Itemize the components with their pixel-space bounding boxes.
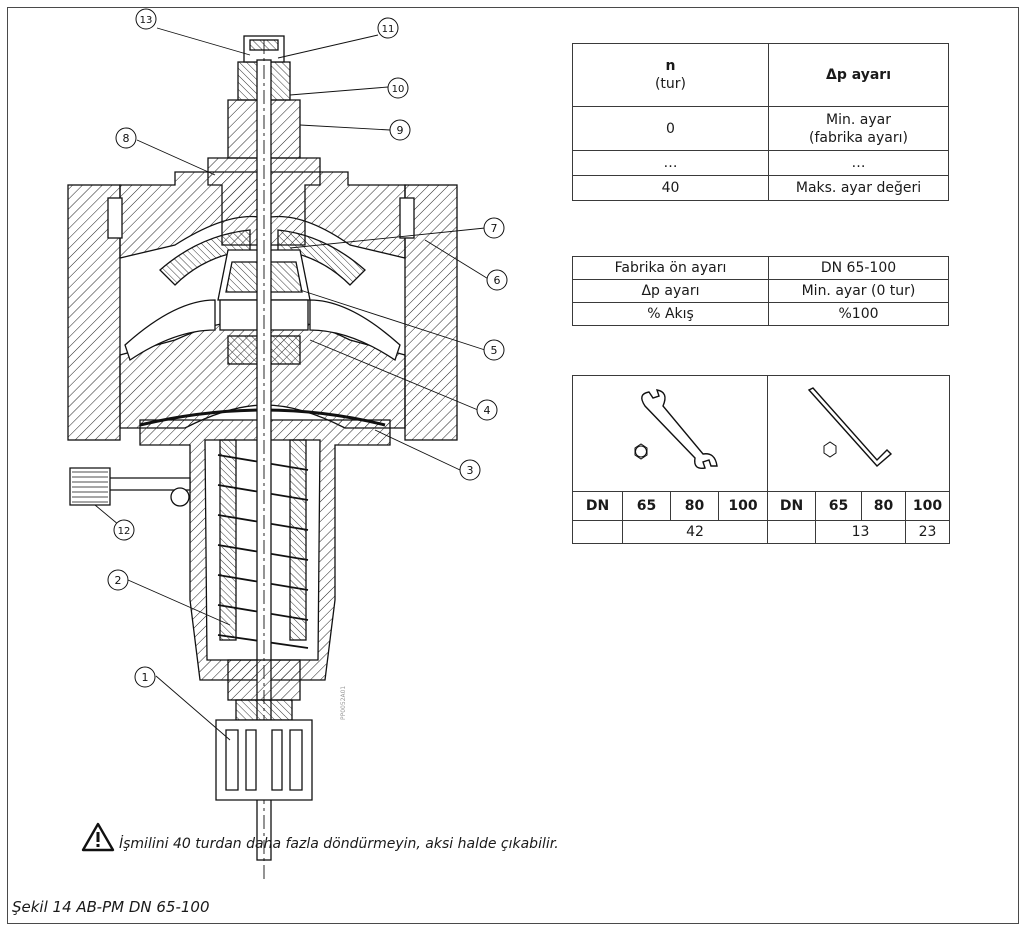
turns-setting-table: n (tur) Δp ayarı 0 Min. ayar (fabrika ay… bbox=[572, 43, 949, 201]
factory-preset-table: Fabrika ön ayarı DN 65-100 Δp ayarı Min.… bbox=[572, 256, 949, 326]
callout-4: 4 bbox=[484, 404, 491, 417]
table-row: DN 65 80 100 DN 65 80 100 bbox=[572, 491, 950, 521]
tool-size-table: DN 65 80 100 DN 65 80 100 42 13 23 bbox=[572, 375, 950, 544]
hex-key-cell bbox=[767, 375, 950, 492]
table-row: 42 13 23 bbox=[572, 520, 950, 544]
figure-frame bbox=[7, 7, 1019, 924]
open-end-wrench-icon bbox=[634, 389, 718, 469]
callout-1: 1 bbox=[142, 671, 149, 684]
callout-9: 9 bbox=[397, 124, 404, 137]
callout-3: 3 bbox=[467, 464, 474, 477]
callout-7: 7 bbox=[491, 222, 498, 235]
header-dp-setting: Δp ayarı bbox=[768, 43, 949, 107]
figure-caption: Şekil 14 AB-PM DN 65-100 bbox=[12, 898, 210, 916]
drawing-id-watermark: PP0052A01 bbox=[340, 686, 347, 720]
callout-13: 13 bbox=[140, 15, 153, 26]
hex-key-icon bbox=[807, 387, 892, 467]
callout-6: 6 bbox=[494, 274, 501, 287]
table-row: 40 Maks. ayar değeri bbox=[572, 175, 949, 201]
callout-8: 8 bbox=[123, 132, 130, 145]
callout-10: 10 bbox=[392, 84, 405, 95]
callout-5: 5 bbox=[491, 344, 498, 357]
table-row: 0 Min. ayar (fabrika ayarı) bbox=[572, 106, 949, 151]
warning-text: İşmilini 40 turdan daha fazla döndürmeyi… bbox=[119, 836, 559, 852]
table-row: Fabrika ön ayarı DN 65-100 bbox=[572, 256, 949, 280]
wrench-cell bbox=[572, 375, 768, 492]
callout-11: 11 bbox=[382, 24, 395, 35]
warning-triangle-icon bbox=[81, 822, 115, 852]
header-turns: n (tur) bbox=[572, 43, 769, 107]
table-row: Δp ayarı Min. ayar (0 tur) bbox=[572, 279, 949, 303]
callout-2: 2 bbox=[115, 574, 122, 587]
callout-12: 12 bbox=[118, 526, 131, 537]
table-row: % Akış %100 bbox=[572, 302, 949, 326]
table-row: … … bbox=[572, 150, 949, 176]
